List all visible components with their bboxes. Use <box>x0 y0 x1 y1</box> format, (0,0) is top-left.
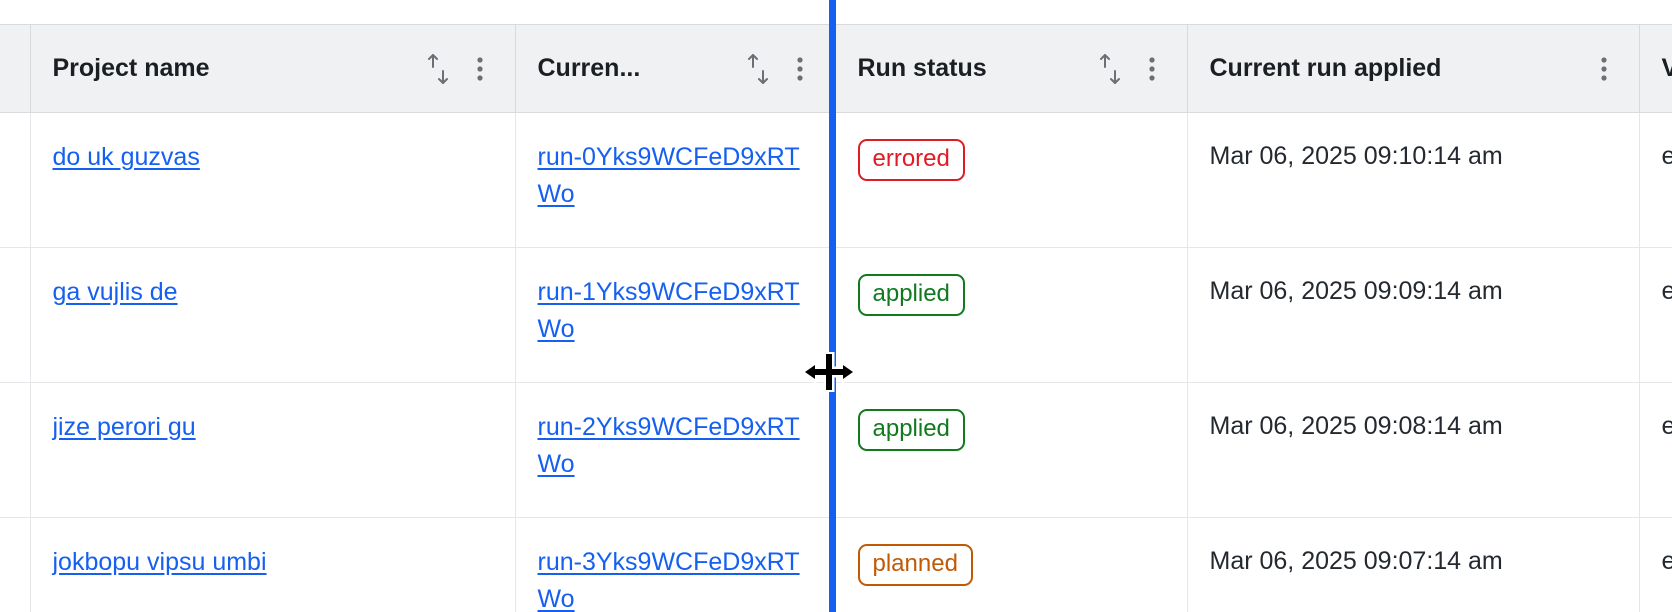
status-badge: applied <box>857 409 965 451</box>
column-header-label-truncated-next: V <box>1662 54 1672 82</box>
cell-current-run: run-1Yks9WCFeD9xRTWo <box>515 247 836 383</box>
column-header-current-run-applied[interactable]: Current run applied <box>1187 24 1640 113</box>
current-run-applied-value: Mar 06, 2025 09:07:14 am <box>1209 547 1503 575</box>
kebab-menu-icon[interactable] <box>1591 52 1617 86</box>
table-row[interactable]: ga vujlis de run-1Yks9WCFeD9xRTWo applie… <box>0 247 1672 383</box>
cell-run-status: applied <box>835 382 1188 518</box>
column-header-label-run-status: Run status <box>857 54 987 82</box>
cell-current-run-applied: Mar 06, 2025 09:08:14 am <box>1187 382 1640 518</box>
row-select-cell[interactable] <box>0 382 31 518</box>
header-row: Project name <box>0 24 1672 113</box>
column-header-run-status[interactable]: Run status <box>835 24 1188 113</box>
current-run-applied-value: Mar 06, 2025 09:09:14 am <box>1209 277 1503 305</box>
cell-current-run-applied: Mar 06, 2025 09:07:14 am <box>1187 517 1640 612</box>
cell-truncated-next: e <box>1639 517 1672 612</box>
table-header: Project name <box>0 24 1672 113</box>
project-name-link[interactable]: jize perori gu <box>52 413 196 441</box>
cell-project-name: jokbopu vipsu umbi <box>30 517 516 612</box>
sort-icon[interactable] <box>425 52 451 86</box>
sort-icon[interactable] <box>1097 52 1123 86</box>
cell-project-name: do uk guzvas <box>30 112 516 248</box>
kebab-menu-icon[interactable] <box>1139 52 1165 86</box>
cell-current-run: run-0Yks9WCFeD9xRTWo <box>515 112 836 248</box>
status-badge: errored <box>857 139 965 181</box>
project-name-link[interactable]: do uk guzvas <box>52 143 200 171</box>
current-run-link[interactable]: run-3Yks9WCFeD9xRTWo <box>537 548 800 612</box>
projects-table: Project name <box>0 24 1672 612</box>
current-run-applied-value: Mar 06, 2025 09:08:14 am <box>1209 412 1503 440</box>
cell-current-run: run-3Yks9WCFeD9xRTWo <box>515 517 836 612</box>
table-viewport[interactable]: Project name <box>0 24 1672 612</box>
table-row[interactable]: jokbopu vipsu umbi run-3Yks9WCFeD9xRTWo … <box>0 517 1672 612</box>
row-select-cell[interactable] <box>0 247 31 383</box>
cell-run-status: applied <box>835 247 1188 383</box>
truncated-next-value: e <box>1661 547 1672 575</box>
column-header-label-current-run-applied: Current run applied <box>1209 54 1442 82</box>
current-run-applied-value: Mar 06, 2025 09:10:14 am <box>1209 142 1503 170</box>
cell-truncated-next: e <box>1639 382 1672 518</box>
current-run-link[interactable]: run-2Yks9WCFeD9xRTWo <box>537 413 800 478</box>
project-name-link[interactable]: jokbopu vipsu umbi <box>52 548 267 576</box>
cell-project-name: ga vujlis de <box>30 247 516 383</box>
status-badge: applied <box>857 274 965 316</box>
table-row[interactable]: jize perori gu run-2Yks9WCFeD9xRTWo appl… <box>0 382 1672 518</box>
column-header-label-project-name: Project name <box>52 54 210 82</box>
cell-run-status: errored <box>835 112 1188 248</box>
truncated-next-value: e <box>1661 412 1672 440</box>
cell-run-status: planned <box>835 517 1188 612</box>
row-select-cell[interactable] <box>0 112 31 248</box>
kebab-menu-icon[interactable] <box>467 52 493 86</box>
table-row[interactable]: do uk guzvas run-0Yks9WCFeD9xRTWo errore… <box>0 112 1672 248</box>
column-header-current-run[interactable]: Curren... <box>515 24 836 113</box>
truncated-next-value: e <box>1661 277 1672 305</box>
current-run-link[interactable]: run-0Yks9WCFeD9xRTWo <box>537 143 800 208</box>
table-body: do uk guzvas run-0Yks9WCFeD9xRTWo errore… <box>0 112 1672 612</box>
row-select-cell[interactable] <box>0 517 31 612</box>
cell-truncated-next: e <box>1639 247 1672 383</box>
column-header-truncated-next[interactable]: V <box>1639 24 1672 113</box>
project-name-link[interactable]: ga vujlis de <box>52 278 178 306</box>
cell-current-run-applied: Mar 06, 2025 09:10:14 am <box>1187 112 1640 248</box>
column-header-select[interactable] <box>0 24 31 113</box>
kebab-menu-icon[interactable] <box>787 52 813 86</box>
current-run-link[interactable]: run-1Yks9WCFeD9xRTWo <box>537 278 800 343</box>
column-header-project-name[interactable]: Project name <box>30 24 516 113</box>
cell-current-run-applied: Mar 06, 2025 09:09:14 am <box>1187 247 1640 383</box>
cell-current-run: run-2Yks9WCFeD9xRTWo <box>515 382 836 518</box>
sort-icon[interactable] <box>745 52 771 86</box>
cell-project-name: jize perori gu <box>30 382 516 518</box>
truncated-next-value: e <box>1661 142 1672 170</box>
column-header-label-current-run: Curren... <box>537 54 641 82</box>
cell-truncated-next: e <box>1639 112 1672 248</box>
viewport-top-gutter <box>0 0 1672 24</box>
status-badge: planned <box>857 544 973 586</box>
